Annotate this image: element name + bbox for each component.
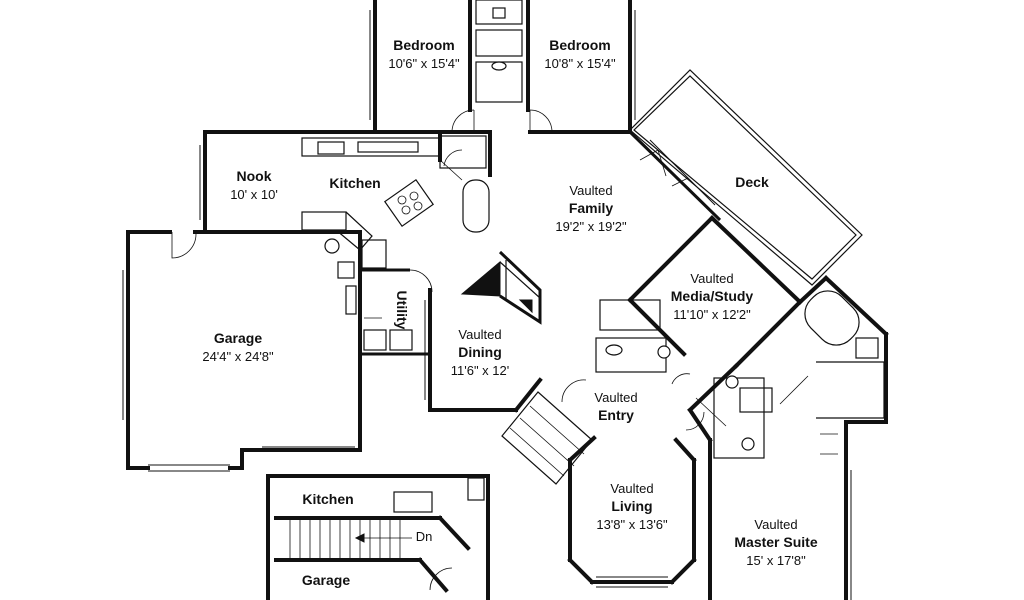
room-size: 10'6" x 15'4" xyxy=(388,56,460,71)
room-name: Nook xyxy=(237,168,272,184)
room-name: Bedroom xyxy=(549,37,610,53)
room-label-master-suite: Vaulted Master Suite 15' x 17'8" xyxy=(734,517,817,568)
inset-kitchen-label: Kitchen xyxy=(302,491,353,507)
room-label-media-study: Vaulted Media/Study 11'10" x 12'2" xyxy=(671,271,754,322)
entry-living-walls xyxy=(501,373,705,588)
stair-down-label: Dn xyxy=(416,529,433,544)
room-prefix: Vaulted xyxy=(458,327,501,342)
room-label-utility: Utility xyxy=(394,291,410,330)
room-name: Entry xyxy=(598,407,634,423)
room-size: 19'2" x 19'2" xyxy=(555,219,627,234)
room-size: 15' x 17'8" xyxy=(746,553,806,568)
room-name: Garage xyxy=(214,330,262,346)
room-label-nook: Nook 10' x 10' xyxy=(230,168,278,202)
room-label-dining: Vaulted Dining 11'6" x 12' xyxy=(451,327,510,378)
deck-outline xyxy=(628,69,863,286)
media-study-walls xyxy=(595,215,803,373)
room-prefix: Vaulted xyxy=(594,390,637,405)
room-name: Master Suite xyxy=(734,534,817,550)
room-label-entry: Vaulted Entry xyxy=(594,390,637,423)
room-name: Dining xyxy=(458,344,502,360)
room-size: 10' x 10' xyxy=(230,187,278,202)
room-size: 11'6" x 12' xyxy=(451,363,510,378)
garage-walls xyxy=(122,230,362,472)
master-suite-walls xyxy=(687,275,889,600)
room-prefix: Vaulted xyxy=(754,517,797,532)
inset-stair-plan xyxy=(266,474,490,600)
room-label-living: Vaulted Living 13'8" x 13'6" xyxy=(596,481,668,532)
dining-walls xyxy=(424,250,543,413)
room-label-bedroom-right: Bedroom 10'8" x 15'4" xyxy=(544,37,616,71)
room-name: Media/Study xyxy=(671,288,754,304)
inset-labels: Kitchen Garage Dn xyxy=(302,491,432,588)
room-size: 11'10" x 12'2" xyxy=(673,307,751,322)
room-prefix: Vaulted xyxy=(690,271,733,286)
room-label-garage: Garage 24'4" x 24'8" xyxy=(202,330,274,364)
room-label-bedroom-left: Bedroom 10'6" x 15'4" xyxy=(388,37,460,71)
room-size: 13'8" x 13'6" xyxy=(596,517,668,532)
room-label-family: Vaulted Family 19'2" x 19'2" xyxy=(555,183,627,234)
room-name: Living xyxy=(611,498,652,514)
room-label-deck: Deck xyxy=(735,174,769,190)
room-name: Kitchen xyxy=(329,175,380,191)
room-name: Utility xyxy=(394,291,410,330)
room-prefix: Vaulted xyxy=(610,481,653,496)
room-name: Bedroom xyxy=(393,37,454,53)
room-name: Deck xyxy=(735,174,769,190)
room-prefix: Vaulted xyxy=(569,183,612,198)
room-size: 10'8" x 15'4" xyxy=(544,56,616,71)
room-label-kitchen: Kitchen xyxy=(329,175,380,191)
inset-garage-label: Garage xyxy=(302,572,350,588)
room-size: 24'4" x 24'8" xyxy=(202,349,274,364)
room-name: Family xyxy=(569,200,614,216)
